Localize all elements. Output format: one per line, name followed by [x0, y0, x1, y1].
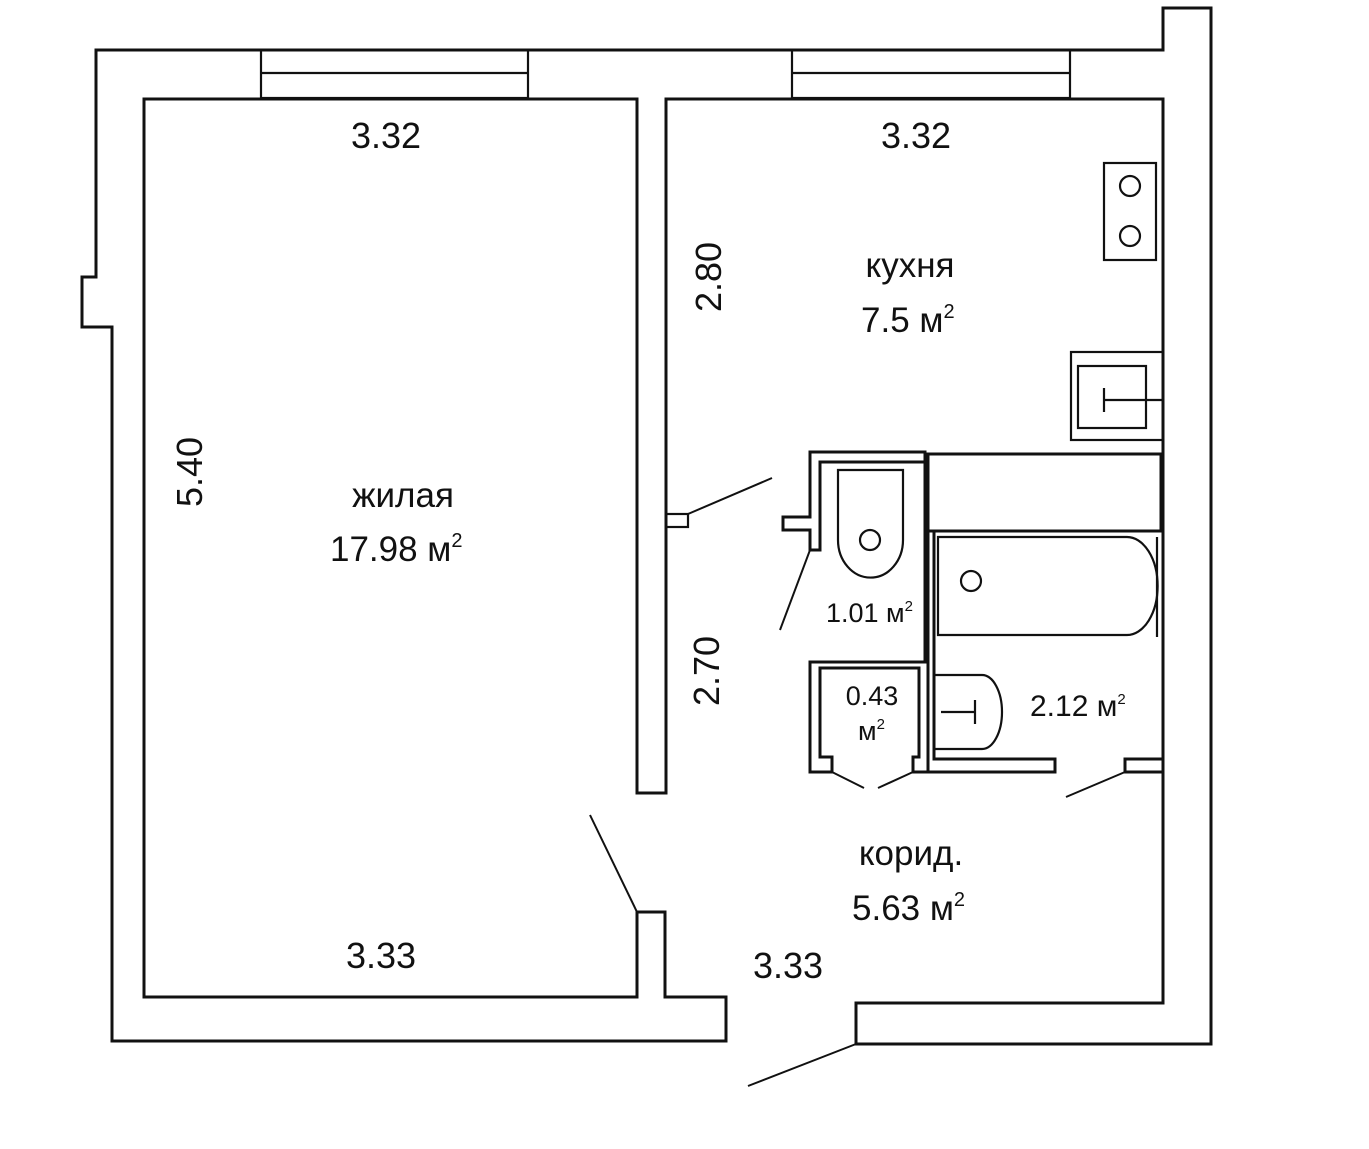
bathroom-right-stub [1123, 757, 1163, 774]
kitchen-sink-basin [1076, 364, 1148, 430]
kitchen-sink-icon [1069, 350, 1165, 442]
living-room-area: 17.98 м2 [330, 530, 463, 569]
closet-area-value: 0.43 [846, 681, 899, 711]
bathroom-door-leaf [1065, 771, 1126, 798]
dim-living-top: 3.32 [351, 115, 421, 156]
kitchen-tap-icon [1102, 388, 1163, 412]
stove-burner-bottom-icon [1118, 224, 1142, 248]
closet-door-leaf-left [831, 771, 865, 789]
bathroom-left-wall [926, 531, 1057, 774]
window-living [259, 48, 530, 100]
corridor-area: 5.63 м2 [852, 889, 965, 928]
dim-kitchen-side: 2.80 [688, 242, 729, 312]
toilet-bowl-icon [836, 468, 905, 579]
dim-corridor-side: 2.70 [686, 636, 727, 706]
dim-living-bottom: 3.33 [346, 935, 416, 976]
bathroom-tap-icon [941, 700, 977, 724]
stove-icon [1102, 161, 1158, 262]
kitchen-area: 7.5 м2 [861, 301, 955, 340]
toilet-drain-icon [858, 528, 882, 552]
bathroom-top-wall [926, 452, 1163, 533]
toilet-area: 1.01 м2 [826, 598, 913, 628]
entrance-door-leaf [747, 1043, 857, 1087]
closet-area-unit: м2 [858, 716, 885, 746]
window-kitchen [790, 48, 1072, 100]
kitchen-name: кухня [866, 246, 955, 285]
bathtub-drain-icon [959, 569, 983, 593]
kitchen-door-leaf [687, 477, 773, 515]
dim-living-side: 5.40 [169, 437, 210, 507]
kitchen-door-stub [664, 512, 690, 529]
bathroom-sink-icon [932, 673, 1004, 751]
toilet-door-leaf [779, 549, 811, 631]
bathroom-area: 2.12 м2 [1030, 690, 1126, 723]
dim-kitchen-top: 3.32 [881, 115, 951, 156]
outer-wall-outline [80, 6, 1213, 1046]
closet-door-leaf-right [877, 771, 914, 789]
living-room-name: жилая [352, 476, 454, 515]
living-door-leaf [589, 814, 638, 913]
dim-corridor-bottom: 3.33 [753, 945, 823, 986]
corridor-name: корид. [859, 834, 963, 873]
stove-burner-top-icon [1118, 174, 1142, 198]
toilet-wall [781, 450, 930, 774]
bathtub-icon [936, 535, 1159, 637]
